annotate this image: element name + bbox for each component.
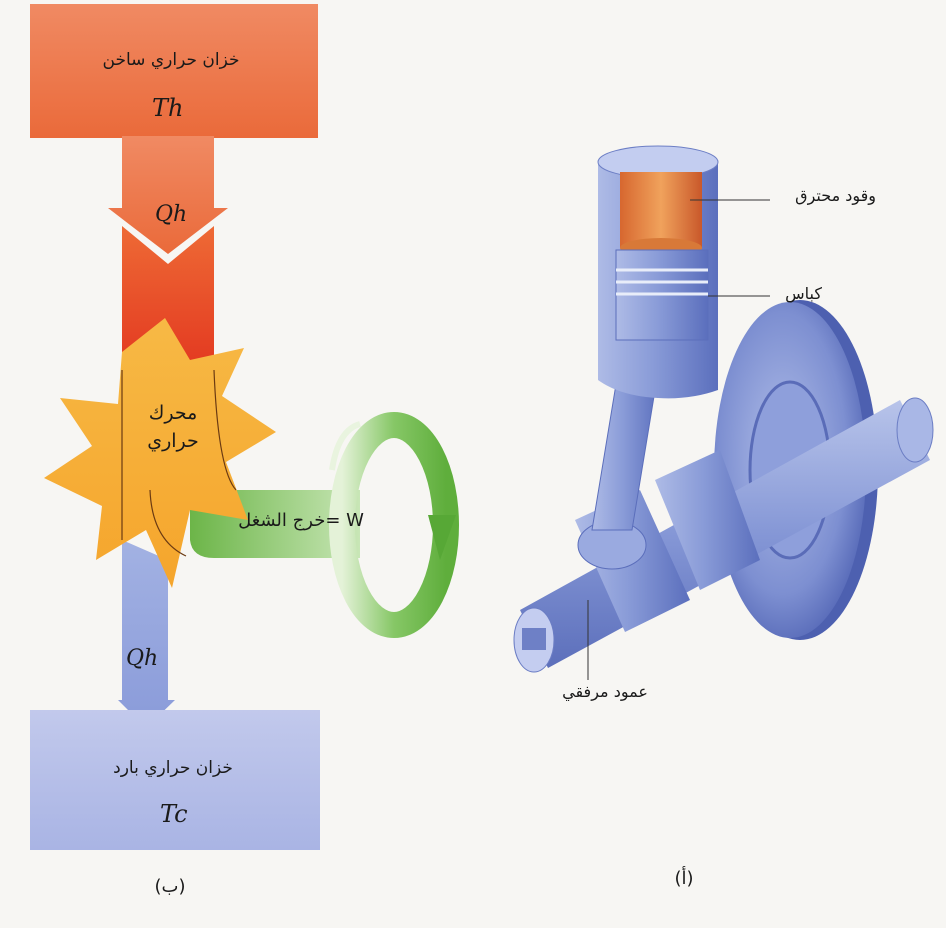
piston-assembly bbox=[597, 145, 719, 399]
work-output-label: W =خرج الشغل bbox=[238, 510, 364, 531]
cold-temperature-symbol: Tc bbox=[160, 800, 188, 828]
burnt-fuel-label: وقود محترق bbox=[795, 186, 876, 205]
burnt-fuel-chamber bbox=[620, 172, 702, 248]
heat-input-symbol: Qh bbox=[155, 202, 188, 227]
heat-engine-burst bbox=[44, 318, 276, 588]
heat-output-arrow bbox=[118, 540, 175, 728]
piston-crankshaft-illustration bbox=[513, 145, 934, 680]
panel-b-caption: (ب) bbox=[154, 876, 186, 897]
heat-input-arrow bbox=[108, 136, 228, 254]
hot-reservoir-label: خزان حراري ساخن bbox=[102, 50, 240, 70]
engine-label-line1: محرك bbox=[148, 402, 198, 424]
hot-temperature-symbol: Th bbox=[152, 94, 184, 122]
panel-a-caption: (أ) bbox=[674, 868, 694, 889]
cold-reservoir-label: خزان حراري بارد bbox=[113, 758, 233, 778]
crankshaft-label: عمود مرفقي bbox=[562, 682, 648, 701]
rotation-ring bbox=[329, 412, 459, 638]
engine-label-line2: حراري bbox=[147, 430, 199, 452]
cold-reservoir-box bbox=[30, 710, 320, 850]
hot-reservoir-box bbox=[30, 4, 318, 138]
piston-label: كباس bbox=[785, 284, 822, 303]
heat-output-symbol: Qh bbox=[126, 646, 159, 671]
energy-flow-diagram bbox=[30, 4, 459, 850]
